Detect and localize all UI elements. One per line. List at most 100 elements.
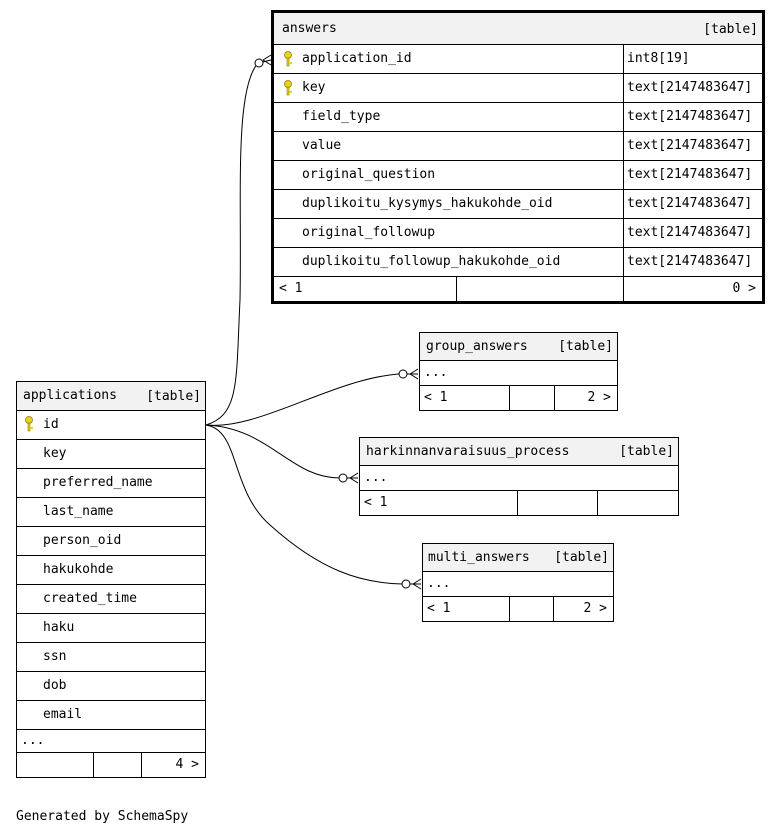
- column-name: key: [302, 80, 326, 95]
- column-row[interactable]: hakukohde: [17, 556, 205, 585]
- column-type: text[2147483647]: [627, 225, 753, 240]
- column-row[interactable]: duplikoitu_kysymys_hakukohde_oid text[21…: [274, 190, 762, 219]
- column-type: text[2147483647]: [627, 196, 753, 211]
- column-row[interactable]: ...: [420, 361, 617, 386]
- table-answers[interactable]: answers [table] application_id int8[19] …: [271, 10, 765, 304]
- table-name: answers: [282, 21, 337, 36]
- column-row[interactable]: key: [17, 440, 205, 469]
- column-name: duplikoitu_followup_hakukohde_oid: [302, 254, 561, 269]
- footer-children[interactable]: 2 >: [583, 601, 607, 616]
- table-footer: < 1 0 >: [274, 277, 762, 301]
- column-row[interactable]: original_question text[2147483647]: [274, 161, 762, 190]
- table-group-answers[interactable]: group_answers [table] ... < 1 2 >: [419, 332, 618, 411]
- column-type: text[2147483647]: [627, 109, 753, 124]
- more-columns: ...: [424, 365, 448, 380]
- footer-parents[interactable]: < 1: [424, 390, 448, 405]
- edge-applications-group-answers: [205, 373, 418, 426]
- more-columns: ...: [364, 470, 388, 485]
- table-footer: 4 >: [17, 753, 205, 777]
- column-row[interactable]: last_name: [17, 498, 205, 527]
- column-name: ssn: [43, 649, 67, 664]
- column-row[interactable]: ...: [17, 730, 205, 753]
- table-footer: < 1 2 >: [423, 597, 613, 621]
- column-row[interactable]: person_oid: [17, 527, 205, 556]
- table-header[interactable]: harkinnanvaraisuus_process [table]: [360, 438, 678, 466]
- column-row[interactable]: key text[2147483647]: [274, 74, 762, 103]
- column-name: preferred_name: [43, 475, 153, 490]
- footer-parents[interactable]: < 1: [364, 495, 388, 510]
- column-name: last_name: [43, 504, 114, 519]
- table-harkinnanvaraisuus-process[interactable]: harkinnanvaraisuus_process [table] ... <…: [359, 437, 679, 516]
- column-name: original_question: [302, 167, 436, 182]
- column-name: original_followup: [302, 225, 436, 240]
- column-row[interactable]: ssn: [17, 643, 205, 672]
- column-row[interactable]: field_type text[2147483647]: [274, 103, 762, 132]
- table-header[interactable]: applications [table]: [17, 382, 205, 411]
- table-multi-answers[interactable]: multi_answers [table] ... < 1 2 >: [422, 543, 614, 622]
- column-name: dob: [43, 678, 67, 693]
- column-name: id: [43, 417, 59, 432]
- table-kind: [table]: [558, 339, 613, 354]
- table-kind: [table]: [703, 22, 758, 37]
- table-kind: [table]: [146, 389, 201, 404]
- table-header[interactable]: multi_answers [table]: [423, 544, 613, 572]
- column-type: text[2147483647]: [627, 167, 753, 182]
- column-name: application_id: [302, 51, 412, 66]
- edge-applications-harkinnanvaraisuus: [205, 424, 358, 479]
- table-name: harkinnanvaraisuus_process: [366, 444, 570, 459]
- footer-children[interactable]: 4 >: [175, 757, 199, 772]
- column-row[interactable]: ...: [360, 466, 678, 491]
- table-footer: < 1 2 >: [420, 386, 617, 410]
- column-type: text[2147483647]: [627, 138, 753, 153]
- table-kind: [table]: [554, 550, 609, 565]
- key-icon: [25, 416, 33, 432]
- column-row[interactable]: dob: [17, 672, 205, 701]
- table-name: group_answers: [426, 339, 528, 354]
- column-name: key: [43, 446, 67, 461]
- column-name: field_type: [302, 109, 381, 124]
- key-icon: [284, 51, 292, 67]
- table-name: multi_answers: [428, 550, 530, 565]
- more-columns: ...: [21, 733, 45, 748]
- table-footer: < 1: [360, 491, 678, 515]
- edge-optional-marker: [338, 473, 348, 483]
- column-row[interactable]: email: [17, 701, 205, 730]
- column-name: duplikoitu_kysymys_hakukohde_oid: [302, 196, 553, 211]
- column-name: created_time: [43, 591, 137, 606]
- footer-children[interactable]: 2 >: [587, 390, 611, 405]
- table-header[interactable]: group_answers [table]: [420, 333, 617, 361]
- table-header[interactable]: answers [table]: [274, 13, 762, 45]
- column-type: text[2147483647]: [627, 254, 753, 269]
- column-row[interactable]: id: [17, 411, 205, 440]
- table-kind: [table]: [619, 444, 674, 459]
- column-row[interactable]: value text[2147483647]: [274, 132, 762, 161]
- key-icon: [284, 80, 292, 96]
- column-name: value: [302, 138, 342, 153]
- edge-optional-marker: [254, 58, 264, 68]
- footer-parents[interactable]: < 1: [279, 281, 303, 296]
- edge-applications-multi-answers: [205, 424, 421, 585]
- column-row[interactable]: application_id int8[19]: [274, 45, 762, 74]
- footer-children[interactable]: 0 >: [732, 281, 756, 296]
- column-name: haku: [43, 620, 75, 635]
- generated-by-note: Generated by SchemaSpy: [16, 809, 189, 824]
- column-row[interactable]: haku: [17, 614, 205, 643]
- table-applications[interactable]: applications [table] id key preferred_na…: [16, 381, 206, 778]
- more-columns: ...: [427, 576, 451, 591]
- column-name: email: [43, 707, 83, 722]
- column-name: person_oid: [43, 533, 122, 548]
- column-type: int8[19]: [627, 51, 690, 66]
- column-name: hakukohde: [43, 562, 114, 577]
- column-type: text[2147483647]: [627, 80, 753, 95]
- column-row[interactable]: ...: [423, 572, 613, 597]
- edge-optional-marker: [398, 369, 408, 379]
- column-row[interactable]: duplikoitu_followup_hakukohde_oid text[2…: [274, 248, 762, 277]
- edge-applications-answers: [205, 59, 272, 426]
- column-row[interactable]: original_followup text[2147483647]: [274, 219, 762, 248]
- footer-parents[interactable]: < 1: [427, 601, 451, 616]
- edge-optional-marker: [401, 579, 411, 589]
- column-row[interactable]: preferred_name: [17, 469, 205, 498]
- column-row[interactable]: created_time: [17, 585, 205, 614]
- table-name: applications: [23, 388, 117, 403]
